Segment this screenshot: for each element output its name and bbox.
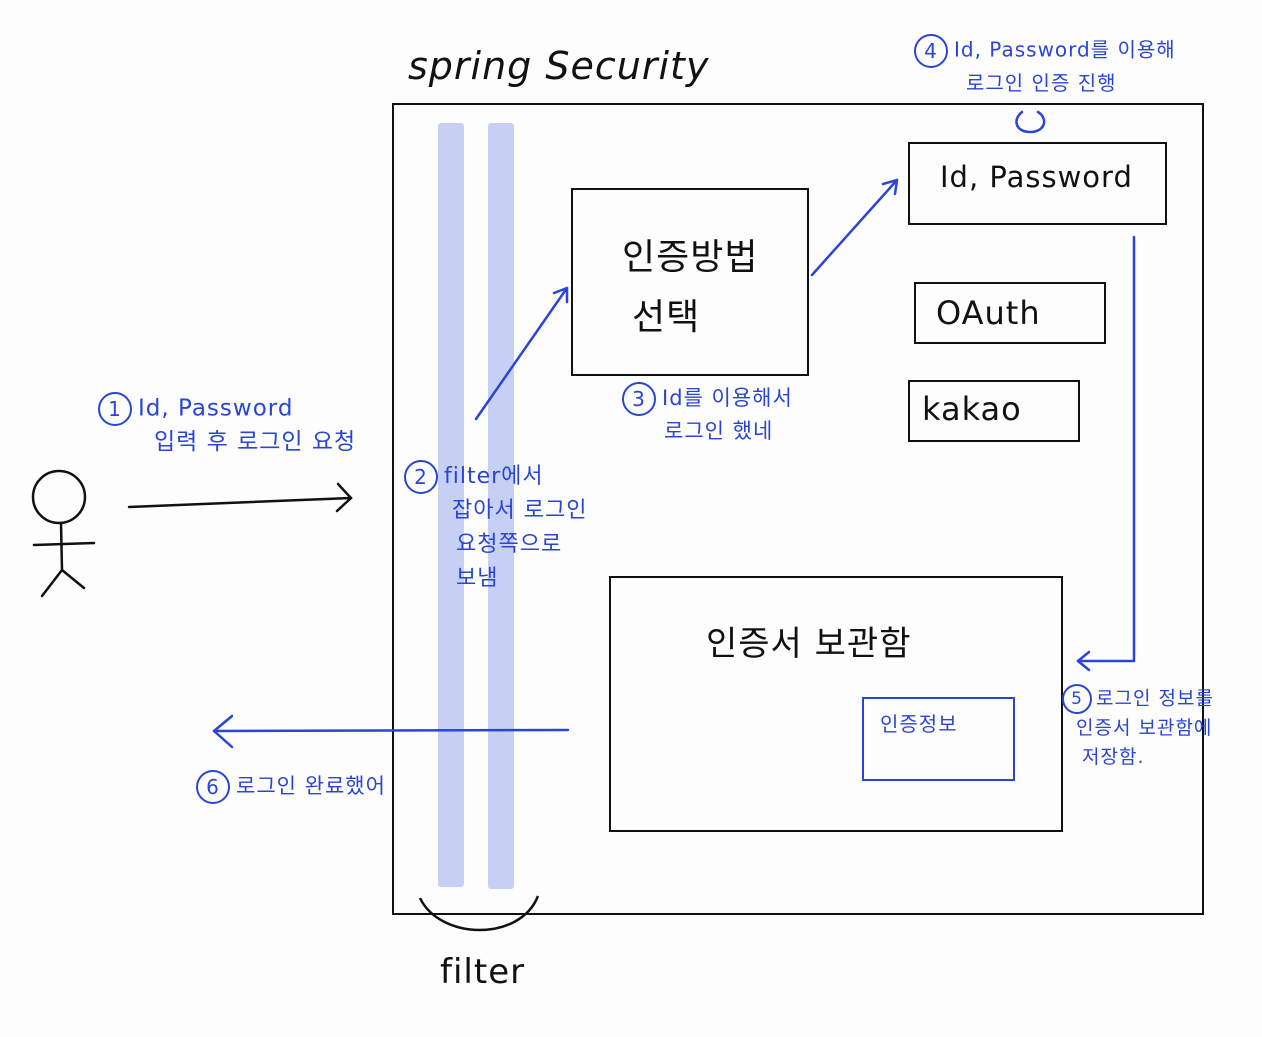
user-figure-icon xyxy=(31,469,96,598)
step6-line1: 로그인 완료했어 xyxy=(236,774,386,798)
step5-number: 5 xyxy=(1062,684,1092,714)
filter-bar-left xyxy=(438,123,464,887)
loop-arrow-icon xyxy=(1015,110,1046,134)
step3-line2: 로그인 했네 xyxy=(664,419,774,443)
auth-info-label: 인증정보 xyxy=(880,712,958,736)
auth-info-box xyxy=(862,697,1015,781)
auth-method-label-line2: 선택 xyxy=(632,297,701,338)
step4-line1: Id, Password를 이용해 xyxy=(954,37,1176,62)
arrow-login-complete xyxy=(212,714,570,749)
id-password-label: Id, Password xyxy=(940,160,1133,194)
step4-number: 4 xyxy=(914,34,948,68)
step2-line1: filter에서 xyxy=(444,464,544,489)
cert-store-label: 인증서 보관함 xyxy=(706,624,912,664)
step3-line1: Id를 이용해서 xyxy=(662,386,793,410)
spring-security-frame xyxy=(392,103,1204,915)
step6-number: 6 xyxy=(196,770,230,804)
step2-line4: 보냄 xyxy=(456,566,499,592)
step1-line2: 입력 후 로그인 요청 xyxy=(154,429,357,455)
arrow-filter-to-auth-method xyxy=(474,286,569,421)
auth-method-box xyxy=(571,188,809,376)
filter-bar-right xyxy=(488,123,514,889)
kakao-box xyxy=(908,380,1080,442)
step1-line1: Id, Password xyxy=(138,395,294,422)
step5-line3: 저장함. xyxy=(1082,746,1145,769)
step2-line2: 잡아서 로그인 xyxy=(452,498,588,524)
oauth-label: OAuth xyxy=(936,294,1041,332)
diagram-title: spring Security xyxy=(408,44,710,88)
step3-number: 3 xyxy=(622,382,656,416)
id-password-box xyxy=(908,142,1167,225)
filter-label: filter xyxy=(440,952,526,992)
step2-number: 2 xyxy=(404,460,438,494)
step5-line2: 인증서 보관함에 xyxy=(1076,717,1213,739)
oauth-box xyxy=(914,282,1106,344)
step2-line3: 요청쪽으로 xyxy=(456,532,563,558)
step4-line2: 로그인 인증 진행 xyxy=(966,71,1117,95)
arrow-auth-method-to-id-password xyxy=(810,178,899,277)
step1-number: 1 xyxy=(98,392,132,426)
arrow-id-password-to-cert-store xyxy=(1076,235,1136,672)
kakao-label: kakao xyxy=(922,390,1022,428)
step5-line1: 로그인 정보를 xyxy=(1096,687,1214,710)
auth-method-label-line1: 인증방법 xyxy=(622,237,759,278)
filter-bracket xyxy=(418,895,540,932)
arrow-login-request xyxy=(127,482,353,513)
